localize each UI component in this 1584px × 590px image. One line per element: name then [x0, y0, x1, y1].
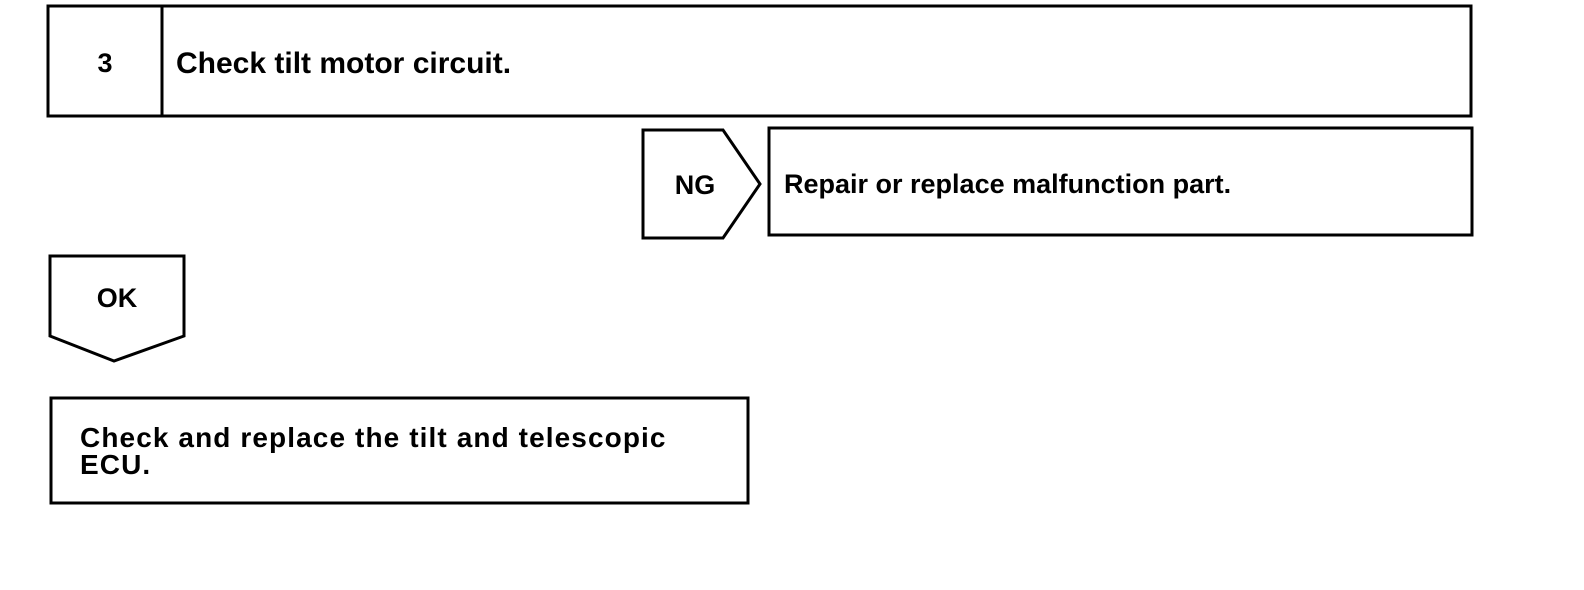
- ng-arrow-shape: [641, 128, 762, 240]
- ok-arrow-shape: [48, 254, 186, 363]
- step-number: 3: [97, 48, 113, 78]
- step-box: [46, 4, 1473, 118]
- ng-result-box: [767, 126, 1474, 237]
- final-action-text: Check and replace the tilt and telescopi…: [80, 422, 667, 480]
- step-title: Check tilt motor circuit.: [176, 47, 512, 80]
- ng-action-text: Repair or replace malfunction part.: [784, 169, 1232, 199]
- ok-label: OK: [96, 283, 138, 313]
- ng-label: NG: [674, 170, 716, 200]
- final-action-box: [49, 396, 750, 505]
